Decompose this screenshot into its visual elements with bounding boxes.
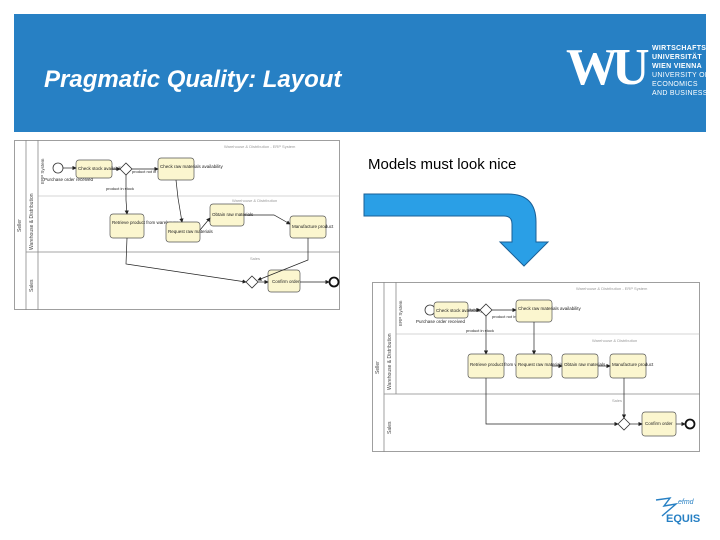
- task-label: Check raw materials availability: [518, 306, 582, 311]
- logo-line: UNIVERSITÄT: [652, 54, 702, 61]
- task-check-raw: [515, 299, 553, 323]
- slide-title: Pragmatic Quality: Layout: [44, 66, 342, 93]
- end-event: [328, 276, 340, 288]
- efmd-text: efmd: [678, 499, 695, 506]
- task-label: Request raw materials: [518, 362, 564, 367]
- lane-label-erp: ERP System: [40, 158, 45, 184]
- start-event: [52, 162, 64, 174]
- gateway-label-not-in-stock: product not in stock: [132, 169, 167, 174]
- slide-caption: Models must look nice: [368, 156, 517, 173]
- lane-label-warehouse: Warehouse & Distribution: [387, 333, 393, 390]
- curved-arrow-graphic: [363, 193, 550, 267]
- header-banner: Pragmatic Quality: Layout WU WIRTSCHAFTS…: [14, 14, 709, 132]
- task-label: Obtain raw materials: [212, 212, 254, 217]
- task-label: Obtain raw materials: [564, 362, 606, 367]
- task-label: Retrieve product from warehouse: [470, 362, 537, 367]
- logo-line: ECONOMICS: [652, 81, 698, 88]
- lane-header-wd: Warehouse & Distribution: [592, 338, 637, 343]
- task-retrieve: [109, 213, 145, 239]
- lane-label-erp: ERP System: [398, 300, 403, 326]
- end-event: [684, 418, 696, 430]
- logo-line: WIRTSCHAFTS: [652, 45, 707, 52]
- lane-header-erp: Warehouse & Distribution - ERP System: [576, 286, 648, 291]
- lane-header-wd: Warehouse & Distribution: [232, 198, 277, 203]
- task-label: Check raw materials availability: [160, 164, 224, 169]
- lane-header-sales: Sales: [612, 398, 622, 403]
- equis-swoosh-icon: [655, 497, 679, 517]
- gateway-merge: [245, 275, 259, 289]
- logo-text: WIRTSCHAFTS UNIVERSITÄT WIEN VIENNA UNIV…: [652, 44, 709, 98]
- task-label: Request raw materials: [168, 229, 214, 234]
- task-check-raw: [157, 157, 195, 181]
- gateway-label-not-in-stock: product not in stock: [492, 314, 527, 319]
- equis-logo: efmd EQUIS: [648, 494, 708, 533]
- task-label: Check stock availability: [436, 308, 483, 313]
- diagram-good-layout: Seller Warehouse & Distribution ERP Syst…: [372, 282, 700, 452]
- gateway-label-in-stock: product in stock: [106, 186, 134, 191]
- diagram-bad-layout: Seller Warehouse & Distribution ERP Syst…: [14, 140, 340, 310]
- logo-line: UNIVERSITY OF: [652, 72, 710, 79]
- task-label: Confirm order: [645, 421, 673, 426]
- pool-label: Seller: [375, 361, 381, 374]
- task-label: Check stock availability: [78, 166, 125, 171]
- task-label: Retrieve product from warehouse: [112, 220, 179, 225]
- logo-mark: WU: [566, 39, 650, 96]
- lane-header-erp: Warehouse & Distribution - ERP System: [224, 144, 296, 149]
- task-label: Manufacture product: [612, 362, 654, 367]
- pool-label: Seller: [17, 219, 23, 232]
- lane-label-warehouse: Warehouse & Distribution: [29, 193, 35, 250]
- gateway-merge: [617, 417, 631, 431]
- logo-line: AND BUSINESS: [652, 90, 708, 97]
- equis-text: EQUIS: [666, 513, 700, 525]
- gateway-label-in-stock: product in stock: [466, 328, 494, 333]
- lane-label-sales: Sales: [387, 421, 393, 434]
- start-event-label: Purchase order received: [416, 319, 466, 324]
- task-label: Manufacture product: [292, 224, 334, 229]
- lane-label-sales: Sales: [29, 279, 35, 292]
- start-event-label: Purchase order received: [44, 177, 94, 182]
- lane-header-sales: Sales: [250, 256, 260, 261]
- start-event: [424, 304, 436, 316]
- task-label: Confirm order: [272, 279, 300, 284]
- wu-logo: WU WIRTSCHAFTS UNIVERSITÄT WIEN VIENNA U…: [566, 38, 716, 122]
- logo-line: WIEN VIENNA: [652, 63, 702, 70]
